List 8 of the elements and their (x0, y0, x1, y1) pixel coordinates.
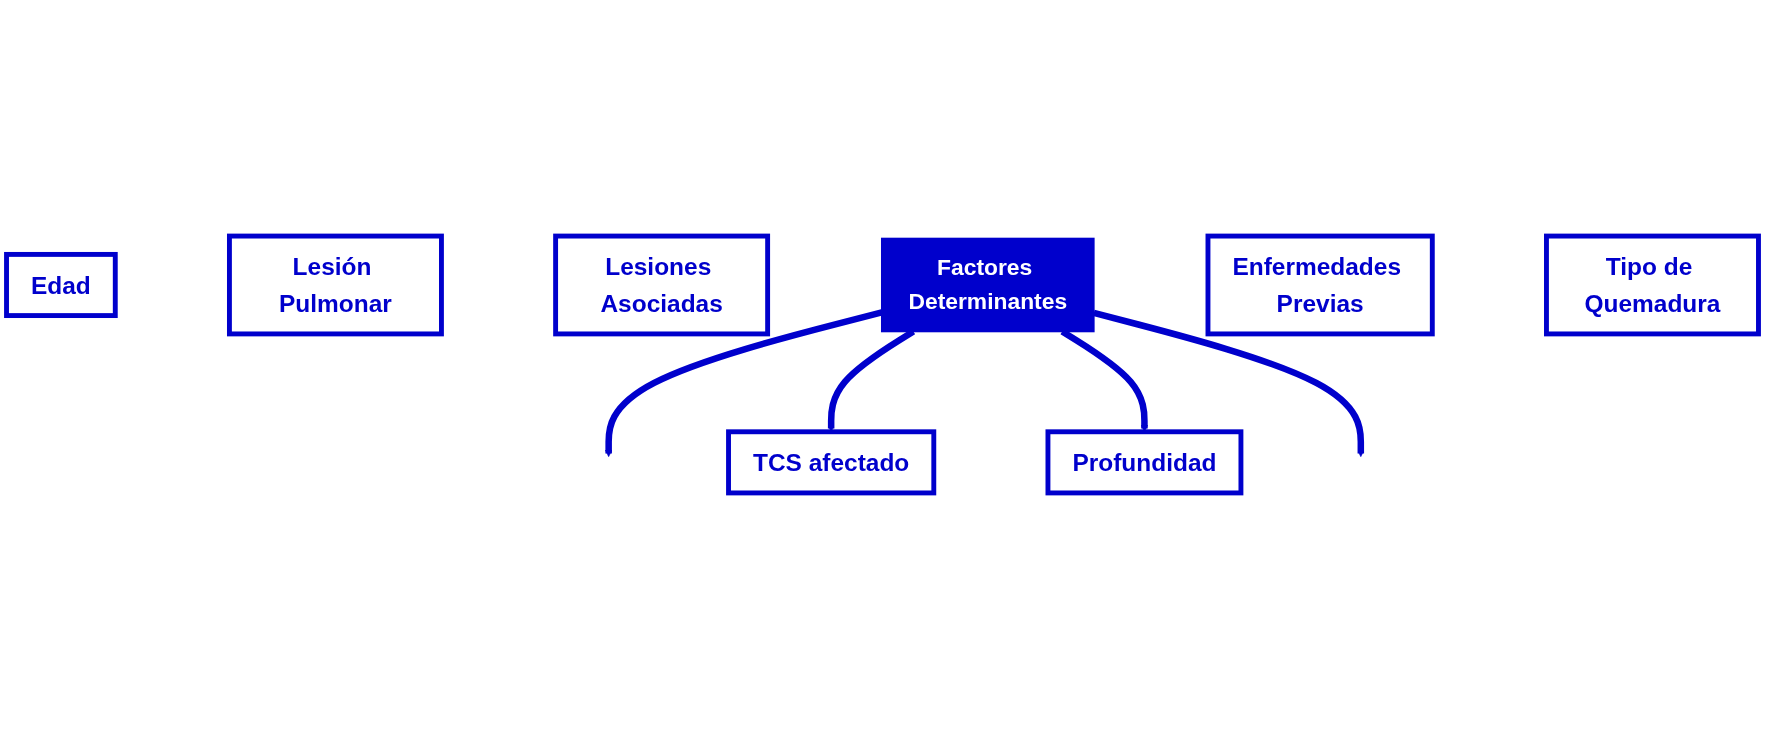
factor-box: Edad (4, 251, 118, 318)
factor-box: Lesión Pulmonar (227, 233, 444, 337)
factor-box: Profundidad (1045, 429, 1244, 496)
factor-box: TCS afectado (726, 429, 937, 496)
central-box: Factores Determinantes (880, 237, 1095, 333)
factor-box: Lesiones Asociadas (553, 233, 771, 337)
factor-box: Tipo de Quemadura (1544, 233, 1761, 337)
factor-box: Enfermedades Previas (1205, 233, 1435, 337)
